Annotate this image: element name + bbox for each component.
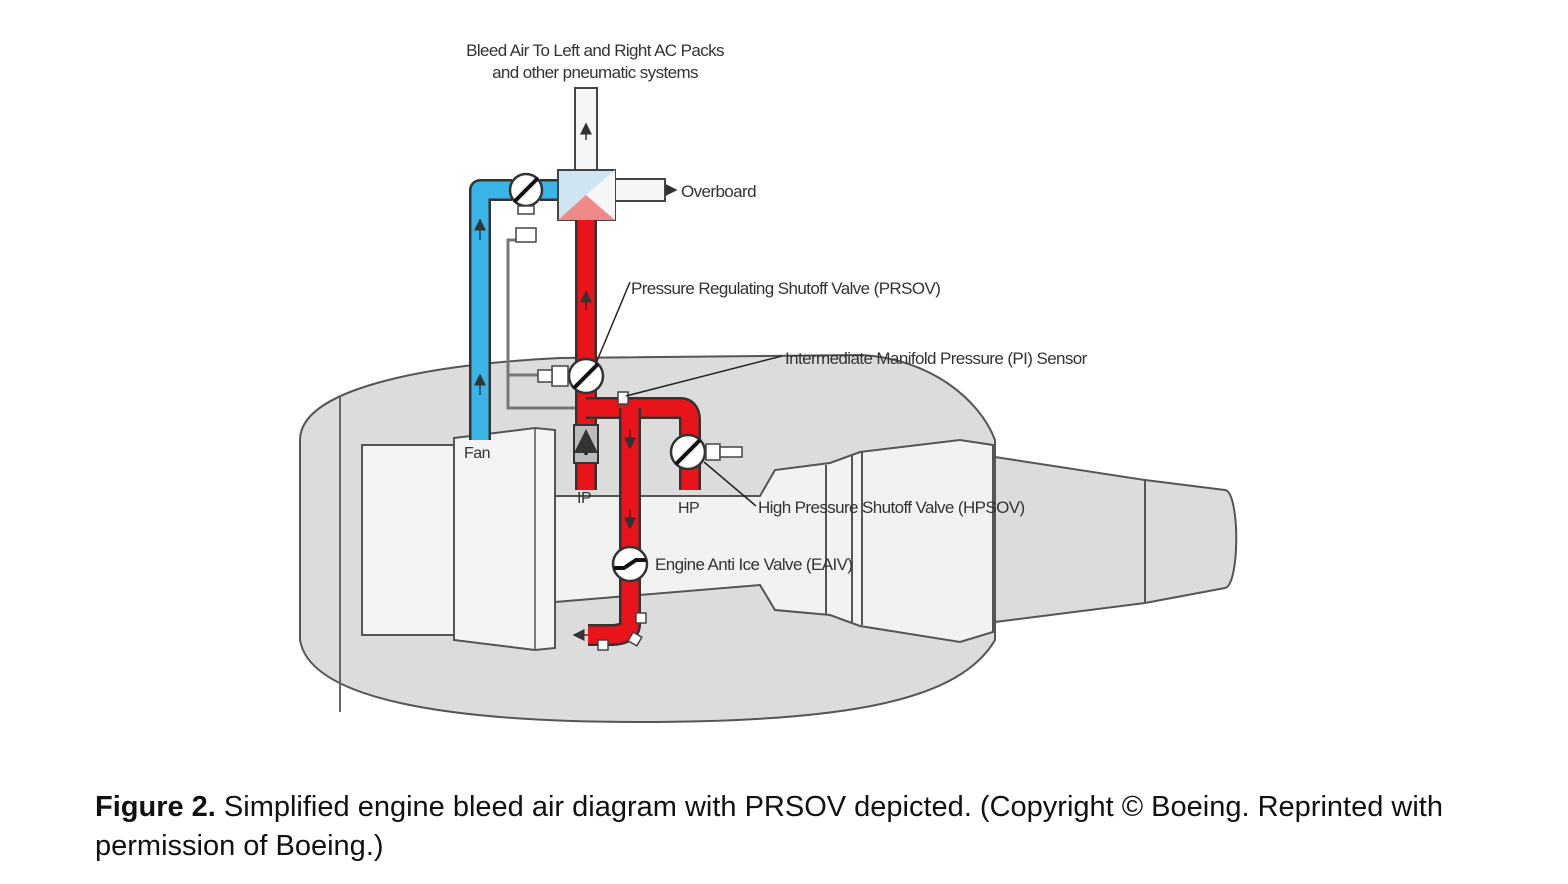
precooler bbox=[557, 169, 616, 221]
bleed-air-label-line1: Bleed Air To Left and Right AC Packs bbox=[466, 41, 724, 60]
figure-number: Figure 2. bbox=[95, 791, 216, 823]
ip-label: IP bbox=[577, 490, 591, 507]
eaiv-label: Engine Anti Ice Valve (EAIV) bbox=[655, 555, 852, 574]
prsov-label: Pressure Regulating Shutoff Valve (PRSOV… bbox=[631, 279, 940, 298]
hot-bleed-duct bbox=[575, 220, 701, 646]
sense-line bbox=[506, 238, 590, 410]
overboard-duct bbox=[614, 178, 666, 202]
figure-caption: Figure 2. Simplified engine bleed air di… bbox=[95, 788, 1495, 866]
exhaust-nozzle bbox=[994, 455, 1238, 624]
hpsov-label: High Pressure Shutoff Valve (HPSOV) bbox=[758, 498, 1025, 517]
pi-sensor-label: Intermediate Manifold Pressure (PI) Sens… bbox=[785, 349, 1088, 368]
overboard-label: Overboard bbox=[681, 182, 756, 201]
eaiv-valve-icon bbox=[611, 545, 649, 583]
bleed-air-diagram: Bleed Air To Left and Right AC Packs and… bbox=[299, 41, 1238, 724]
prsov-leader bbox=[593, 281, 631, 369]
hpsov-leader bbox=[703, 461, 757, 507]
fan-air-valve-icon bbox=[508, 172, 544, 243]
pi-sensor-icon bbox=[617, 391, 629, 405]
ip-check-valve bbox=[573, 424, 599, 464]
fan-inlet bbox=[361, 444, 455, 636]
fan-label: Fan bbox=[464, 445, 490, 462]
pi-sensor-leader bbox=[625, 355, 783, 397]
core-engine bbox=[554, 438, 994, 644]
figure-caption-text: Simplified engine bleed air diagram with… bbox=[95, 791, 1443, 862]
hp-label: HP bbox=[678, 500, 699, 517]
bleed-air-label-line2: and other pneumatic systems bbox=[492, 63, 698, 82]
hpsov-valve-icon bbox=[669, 433, 743, 471]
